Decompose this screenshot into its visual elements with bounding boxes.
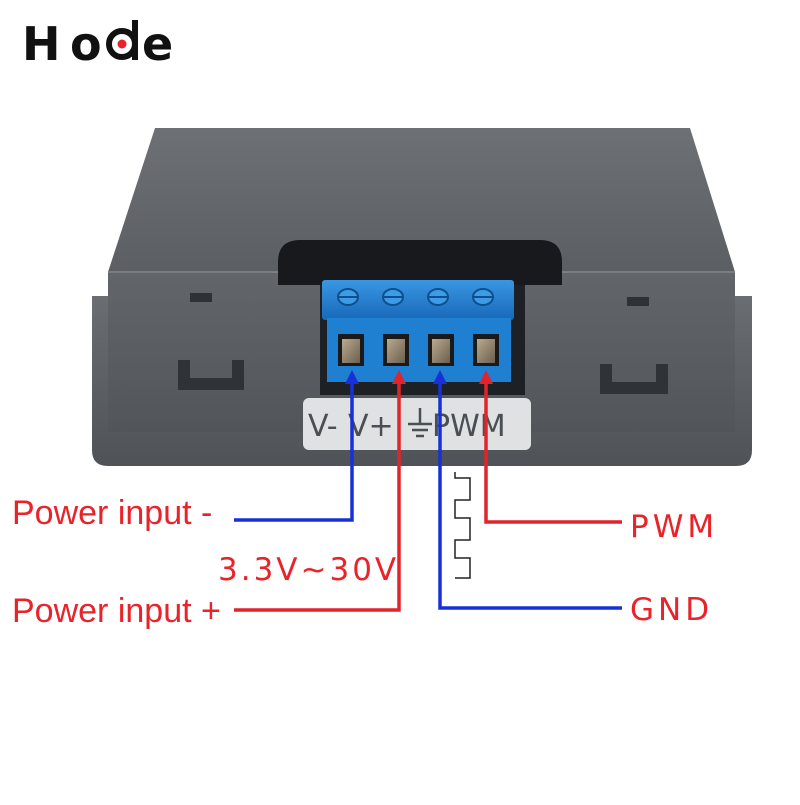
right-vent-icon: [627, 297, 649, 306]
ground-symbol-icon: [408, 408, 432, 438]
label-power-input-minus: Power input -: [12, 494, 212, 532]
wiring-lines: [234, 370, 622, 612]
terminal-wire-clamps: [338, 334, 499, 366]
brand-letter-e: e: [142, 17, 179, 71]
pwm-square-wave-icon: [454, 472, 471, 579]
brand-red-dot-icon: [117, 39, 127, 49]
label-gnd: GND: [630, 592, 713, 628]
label-pwm: PWM: [432, 409, 506, 444]
label-v-minus: V-: [308, 409, 338, 444]
label-voltage-range: 3.3V~30V: [218, 552, 399, 588]
left-vent-icon: [190, 293, 212, 302]
wire-power-minus: [234, 380, 354, 522]
right-clip-icon: [600, 364, 668, 394]
terminal-screw-heads: [337, 288, 494, 306]
brand-letter-o: o: [70, 17, 108, 71]
brand-letter-d-icon: [106, 20, 138, 60]
terminal-block: [322, 280, 514, 382]
label-v-plus: V+: [348, 409, 394, 444]
label-power-input-plus: Power input +: [12, 592, 221, 630]
terminal-cavity: [278, 240, 562, 285]
housing-top: [108, 128, 735, 272]
wire-power-plus: [234, 380, 401, 612]
wire-pwm: [484, 380, 622, 524]
terminal-block-top: [322, 280, 514, 320]
brand-logo: H o e: [22, 17, 179, 71]
wire-gnd: [438, 380, 622, 610]
terminal-label-plate: V- V+ PWM: [303, 398, 531, 450]
brand-letter-h: H: [22, 17, 67, 71]
label-pwm-output: PWM: [630, 509, 718, 545]
left-clip-icon: [178, 360, 244, 390]
